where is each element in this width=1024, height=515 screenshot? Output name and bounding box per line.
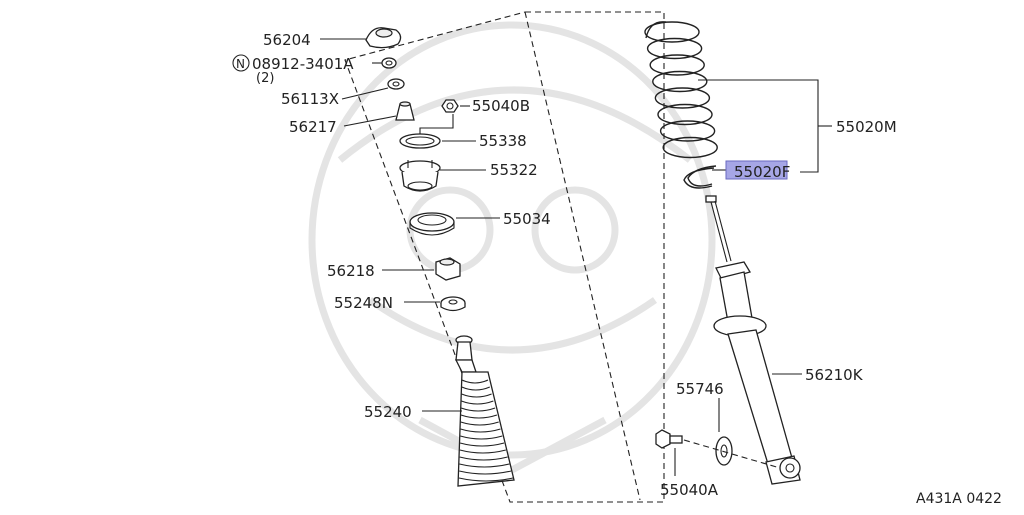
part-55248n-spacer[interactable]: [440, 296, 466, 312]
callout-55240: 55240: [364, 403, 412, 421]
part-56218-bushing[interactable]: [435, 257, 461, 281]
diagram-code: A431A 0422: [916, 491, 1002, 507]
boot-rib: [459, 442, 505, 447]
boot-rib: [460, 421, 499, 426]
spring-top-end: [645, 21, 667, 39]
boot-rib: [461, 393, 492, 398]
boot-rib: [459, 463, 510, 468]
spring-coil-loop: [646, 37, 703, 60]
part-56204-cap[interactable]: [365, 27, 402, 49]
part-55034-bearing[interactable]: [409, 212, 455, 236]
part-56210k-shock[interactable]: [705, 195, 801, 485]
callout-55034: 55034: [503, 210, 551, 228]
leader-56217: [343, 115, 397, 127]
spring-coil-loop: [652, 70, 708, 93]
part-56217-stop[interactable]: [395, 101, 415, 121]
boot-rib: [460, 414, 498, 419]
callout-08912-prefix: N: [236, 57, 245, 71]
callout-56204: 56204: [263, 31, 311, 49]
n-circle-symbol: [232, 54, 250, 72]
callout-55338: 55338: [479, 132, 527, 150]
callout-56217: 56217: [289, 118, 337, 136]
part-55020f-seat[interactable]: [683, 165, 717, 189]
part-55746-washer[interactable]: [715, 436, 733, 466]
boot-rib: [461, 379, 489, 384]
boot-rib: [459, 456, 508, 461]
callout-55020m: 55020M: [836, 118, 897, 136]
part-55240-boot[interactable]: [454, 335, 515, 487]
callout-55040a: 55040A: [660, 481, 719, 499]
part-56113x-washer[interactable]: [387, 78, 405, 90]
boot-rib: [461, 386, 491, 391]
assembly-divider: [524, 11, 641, 501]
callout-08912: 08912-3401A: [252, 55, 354, 73]
leader-56113x: [341, 87, 389, 100]
callout-55322: 55322: [490, 161, 538, 179]
boot-rib: [459, 449, 506, 454]
part-55338-gasket[interactable]: [399, 133, 441, 149]
boot-rib: [460, 428, 501, 433]
spring-coil-loop: [654, 87, 711, 109]
part-55020m-spring[interactable]: [644, 21, 718, 159]
highlight-55020f: [725, 160, 788, 180]
callout-56210k: 56210K: [805, 366, 864, 384]
boot-rib: [458, 477, 514, 482]
callout-56218: 56218: [327, 262, 375, 280]
spring-coil-loop: [659, 120, 716, 142]
assembly-outline: [344, 11, 665, 503]
part-55040b-nut[interactable]: [441, 99, 459, 113]
spring-coil-loop: [662, 136, 718, 159]
callout-55746: 55746: [676, 380, 724, 398]
boot-rib: [461, 400, 494, 405]
spring-coil-loop: [644, 21, 700, 43]
bracket-55020m: [698, 79, 819, 173]
spring-coil-loop: [657, 103, 713, 126]
boot-rib: [460, 407, 496, 412]
spring-coil-loop: [649, 54, 705, 76]
callout-56113x: 56113X: [281, 90, 339, 108]
leader-55040b-link: [419, 114, 454, 134]
boot-rib: [460, 435, 503, 440]
callout-55248n: 55248N: [334, 294, 393, 312]
callout-55020f: 55020F: [734, 163, 790, 181]
bolt-axis: [683, 439, 781, 469]
part-55322-mount[interactable]: [399, 160, 441, 192]
callout-55040b: 55040B: [472, 97, 530, 115]
part-08912-nut[interactable]: [381, 57, 397, 69]
callout-08912-qty: (2): [256, 71, 274, 86]
boot-rib: [459, 470, 512, 475]
part-55040a-bolt[interactable]: [655, 429, 683, 449]
